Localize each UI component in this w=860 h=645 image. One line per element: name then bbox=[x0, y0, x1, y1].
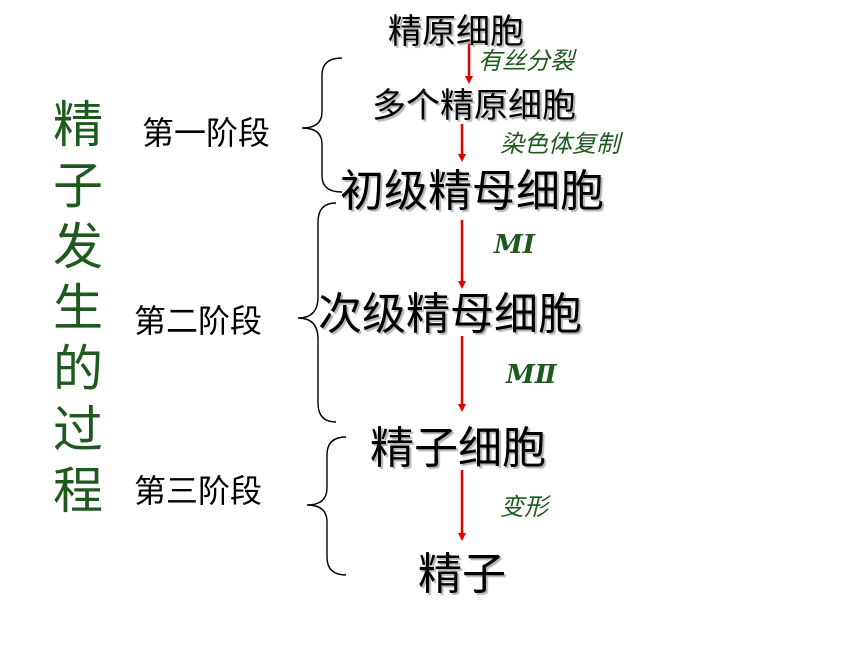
title-char: 子 bbox=[53, 157, 103, 215]
brace-first-stage bbox=[301, 57, 343, 193]
diagram-title: 精 子 发 生 的 过 程 bbox=[50, 95, 106, 522]
stage-label-second: 第二阶段 bbox=[134, 302, 263, 340]
title-char: 发 bbox=[53, 218, 103, 276]
title-char: 生 bbox=[53, 279, 103, 337]
process-label-chromosome-replication: 染色体复制 bbox=[500, 130, 620, 158]
cell-sperm: 精子 bbox=[418, 549, 506, 600]
title-char: 精 bbox=[53, 96, 103, 154]
cell-primary-spermatocyte: 初级精母细胞 bbox=[340, 166, 604, 217]
cell-spermatid: 精子细胞 bbox=[370, 423, 546, 474]
process-label-transformation: 变形 bbox=[500, 493, 548, 521]
brace-third-stage bbox=[306, 436, 347, 576]
title-char: 程 bbox=[53, 462, 103, 520]
stage-label-first: 第一阶段 bbox=[142, 114, 271, 152]
cell-multiple-spermatogonia: 多个精原细胞 bbox=[372, 86, 576, 126]
cell-secondary-spermatocyte: 次级精母细胞 bbox=[318, 289, 582, 340]
title-char: 的 bbox=[53, 340, 103, 398]
brace-second-stage bbox=[297, 202, 337, 423]
stage-label-third: 第三阶段 bbox=[134, 472, 263, 510]
cell-spermatogonium: 精原细胞 bbox=[388, 12, 524, 52]
process-label-meiosis-two: MⅡ bbox=[506, 360, 557, 390]
title-char: 过 bbox=[53, 401, 103, 459]
process-label-meiosis-one: MⅠ bbox=[494, 230, 535, 260]
process-label-mitosis: 有丝分裂 bbox=[478, 47, 574, 75]
